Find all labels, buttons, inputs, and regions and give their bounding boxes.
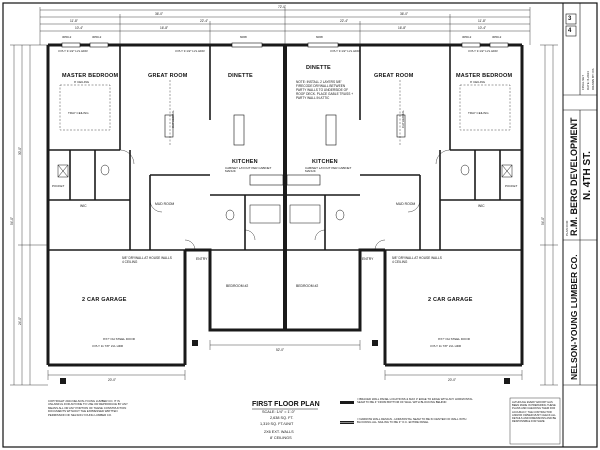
porch-posts — [60, 340, 510, 384]
top-dimension-lines — [39, 7, 531, 45]
dim-row2-b: 22'-4" — [200, 19, 209, 23]
room-entry-left: ENTRY — [196, 257, 208, 261]
window-callout-6: 3050-2 — [492, 35, 502, 39]
header-callout-left: 3 PLY 9 1/2" LVL HDR — [58, 49, 88, 53]
steel-door-left: 9'X7' OH STEEL DOOR — [103, 337, 135, 341]
copyright-note: COPYRIGHT 2024 NELSON-YOUNG LUMBER CO. I… — [48, 399, 128, 417]
dim-garage-bottom-right: 20'-0" — [448, 378, 457, 382]
window-callout-3: 6068 — [240, 35, 247, 39]
ceiling-master-left: 9' CEILING — [74, 80, 90, 84]
room-entry-right: ENTRY — [362, 257, 374, 261]
room-kitchen-right: KITCHEN — [312, 159, 338, 165]
room-bedroom2-right: BEDROOM #2 — [296, 284, 319, 288]
legend-symbols — [340, 401, 354, 424]
bath-fixtures — [57, 164, 513, 224]
room-garage-left: 2 CAR GARAGE — [82, 297, 127, 303]
drawn-by-label: DRAWN BY: KS — [591, 68, 595, 90]
pocket-door-left: POCKET — [52, 184, 65, 188]
garage-header-left: 3 PLY 11 7/8" LVL HDR — [92, 344, 124, 348]
room-master-bedroom-left: MASTER BEDROOM — [62, 73, 119, 79]
header-callout-mid-right: 3 PLY 9 1/2" LVL HDR — [330, 49, 360, 53]
sheet-total: 4 — [568, 28, 572, 34]
drywall-note-right: 5/8" DRYWALL AT HOUSE WALLS 4 CEILING — [392, 256, 442, 264]
pocket-door-right: POCKET — [505, 184, 518, 188]
cathedral-left: CATHEDRAL — [171, 110, 175, 128]
tray-ceiling-right: TRAY CEILING — [468, 111, 489, 115]
drywall-note-left: 5/8" DRYWALL AT HOUSE WALLS 4 CEILING — [122, 256, 172, 264]
dim-row3-d: 10'-4" — [478, 26, 487, 30]
header-callout-mid-left: 3 PLY 9 1/2" LVL HDR — [175, 49, 205, 53]
room-wic-left: WIC — [80, 204, 87, 208]
plan-title: FIRST FLOOR PLAN — [252, 401, 320, 408]
date-label: DATE: 8-2024 — [586, 71, 590, 90]
dim-garage-bottom-left: 20'-0" — [108, 378, 117, 382]
dim-row3-a: 10'-4" — [75, 26, 84, 30]
kitchen-fixtures — [164, 114, 406, 186]
legend-narrow-wall: = NARROW WALL DESIGN - HORIZONTAL SEAM T… — [357, 417, 467, 425]
garage-header-right: 3 PLY 11 7/8" LVL HDR — [430, 344, 462, 348]
set-label: FINAL SET — [581, 74, 585, 90]
kitchen-note-right: CABINET LAYOUT PER CABINET MANUF. — [305, 166, 352, 173]
tray-ceiling-left: TRAY CEILING — [68, 111, 89, 115]
room-mud-left: MUD ROOM — [155, 202, 175, 206]
dim-center-bottom: 52'-0" — [276, 348, 285, 352]
plan-scale: SCALE: 1/4" = 1'-0" — [262, 410, 296, 414]
interior-walls — [48, 45, 522, 251]
room-garage-right: 2 CAR GARAGE — [428, 297, 473, 303]
disclaimer-note: ALTHOUGH EVERY EFFORT HAS BEEN MADE IN P… — [512, 401, 557, 424]
dim-right-half: 36'-0" — [400, 12, 409, 16]
dim-overall-right: 54'-0" — [541, 216, 545, 225]
room-dinette-left: DINETTE — [228, 73, 253, 79]
cathedral-right: CATHEDRAL — [401, 110, 405, 128]
company-name: NELSON-YOUNG LUMBER CO. — [569, 254, 579, 380]
plan-ceilings: 8' CEILINGS — [270, 436, 292, 440]
party-wall-note: NOTE: INSTALL 2 LAYERS 5/8" FIRECODE DRY… — [296, 80, 354, 100]
dim-row2-a: 11'-8" — [70, 19, 78, 23]
dim-row3-b: 16'-8" — [160, 26, 169, 30]
dim-overall-left: 54'-0" — [10, 216, 14, 225]
header-callout-right: 3 PLY 9 1/2" LVL HDR — [468, 49, 498, 53]
room-bedroom2-left: BEDROOM #2 — [226, 284, 249, 288]
room-master-bedroom-right: MASTER BEDROOM — [456, 73, 513, 79]
sheet-number: 3 — [568, 16, 572, 22]
window-callout-1: 3050-2 — [62, 35, 72, 39]
side-dimension-lines — [10, 44, 558, 386]
client-name: R.M. BERG DEVELOPMENT — [569, 117, 579, 236]
dim-lower-left: 24'-0" — [18, 316, 22, 325]
dim-left-half: 36'-0" — [155, 12, 164, 16]
tray-ceiling — [59, 80, 511, 145]
dim-row3-c: 16'-8" — [398, 26, 407, 30]
dim-row2-c: 22'-4" — [340, 19, 349, 23]
top-windows — [61, 42, 509, 48]
window-callout-4: 6068 — [316, 35, 323, 39]
window-callout-5: 3050-2 — [462, 35, 472, 39]
room-mud-right: MUD ROOM — [396, 202, 416, 206]
room-great-room-right: GREAT ROOM — [374, 73, 414, 79]
door-swings — [119, 149, 451, 251]
plan-unit-area: 1,319 SQ. FT./UNIT — [260, 422, 294, 426]
dim-overall-top: 72'-0" — [278, 5, 287, 9]
room-great-room-left: GREAT ROOM — [148, 73, 188, 79]
dim-upper-left: 30'-0" — [18, 146, 22, 155]
room-wic-right: WIC — [478, 204, 485, 208]
ceiling-master-right: 9' CEILING — [470, 80, 486, 84]
kitchen-note-left: CABINET LAYOUT PER CABINET MANUF. — [225, 166, 272, 173]
steel-door-right: 9'X7' OH STEEL DOOR — [438, 337, 470, 341]
room-kitchen-left: KITCHEN — [232, 159, 258, 165]
dim-row2-d: 11'-8" — [478, 19, 486, 23]
room-dinette-right: DINETTE — [306, 65, 331, 71]
legend-braced-wall: = BRACED WALL PANEL LOCATIONS & MAX 3' E… — [357, 397, 473, 405]
project-name: N. 4TH ST. — [582, 151, 593, 200]
window-callout-2: 3050-2 — [92, 35, 102, 39]
plan-area: 2,638 SQ. FT. — [270, 416, 294, 420]
plan-walls: 2X6 EXT. WALLS — [264, 430, 294, 434]
